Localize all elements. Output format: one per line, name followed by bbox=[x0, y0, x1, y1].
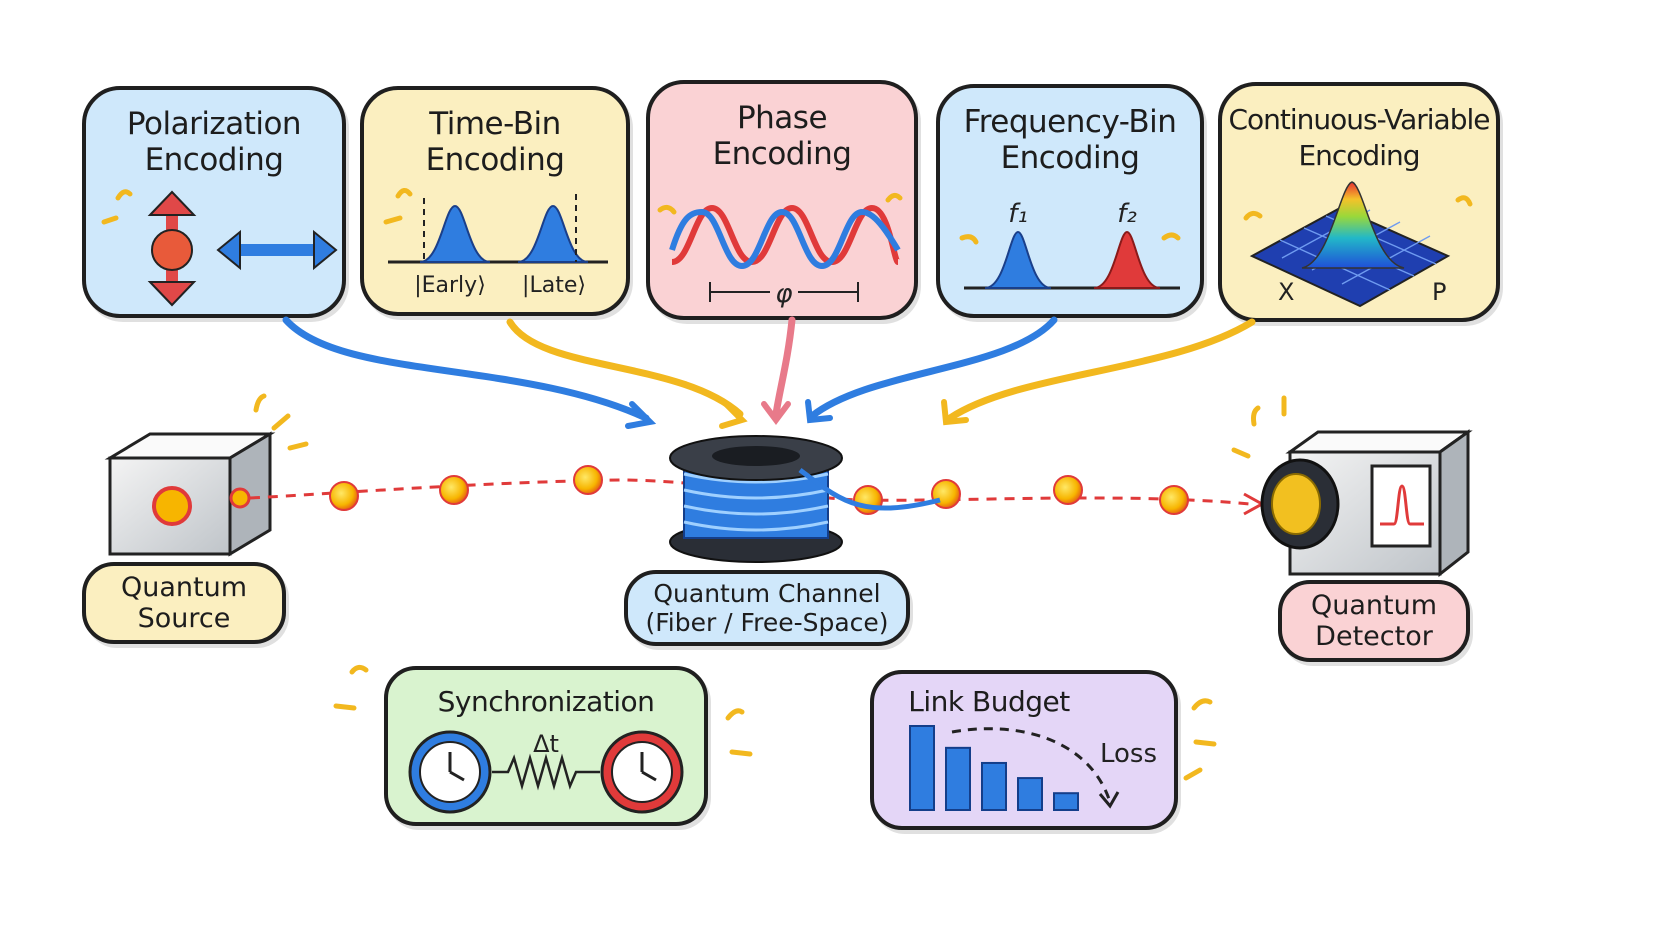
time-bin-icon: |Early⟩ |Late⟩ bbox=[383, 188, 608, 298]
loss-label: Loss bbox=[1100, 739, 1157, 769]
link-budget-bar bbox=[1053, 792, 1079, 812]
photon bbox=[1159, 485, 1189, 515]
fiber-spool-icon bbox=[669, 435, 941, 563]
quantum-source-icon bbox=[104, 393, 309, 557]
delta-t-label: Δt bbox=[533, 730, 559, 758]
quantum-detector-label: Quantum Detector bbox=[1278, 580, 1470, 662]
photon bbox=[573, 465, 603, 495]
f1-label: f₁ bbox=[1008, 199, 1028, 229]
frequency-bin-icon: f₁ f₂ bbox=[959, 199, 1181, 290]
phi-label: φ bbox=[775, 279, 792, 309]
phase-encoding-title: Phase Encoding bbox=[712, 100, 852, 172]
polarization-encoding-title: Polarization Encoding bbox=[126, 106, 302, 178]
x-quadrature-label: X bbox=[1278, 278, 1294, 306]
link-budget-bar bbox=[1017, 777, 1043, 812]
quantum-source-text: Quantum Source bbox=[120, 572, 248, 634]
continuous-variable-icon: X P bbox=[1243, 181, 1473, 308]
photon bbox=[1053, 475, 1083, 505]
polarization-icon bbox=[101, 189, 338, 307]
link-budget-bar bbox=[909, 725, 935, 811]
link-budget-bars bbox=[909, 725, 1079, 812]
link-budget-bar bbox=[981, 761, 1007, 812]
phase-encoding-card: Phase Encoding bbox=[646, 80, 918, 320]
synchronization-icon: Δt bbox=[333, 664, 753, 814]
photon bbox=[329, 481, 359, 511]
quantum-channel-text: Quantum Channel (Fiber / Free-Space) bbox=[645, 579, 889, 637]
f2-label: f₂ bbox=[1117, 199, 1137, 229]
quantum-source-label: Quantum Source bbox=[82, 562, 286, 644]
early-label: |Early⟩ bbox=[414, 273, 486, 298]
frequency-bin-encoding-card: Frequency-Bin Encoding bbox=[936, 84, 1204, 318]
phase-icon: φ bbox=[657, 192, 903, 309]
polarization-encoding-card: Polarization Encoding bbox=[82, 86, 346, 318]
frequency-bin-encoding-title: Frequency-Bin Encoding bbox=[963, 104, 1177, 176]
photon bbox=[931, 479, 961, 509]
encoding-arrows bbox=[282, 316, 1256, 429]
synchronization-title: Synchronization bbox=[437, 685, 655, 718]
quantum-channel-label: Quantum Channel (Fiber / Free-Space) bbox=[624, 570, 910, 646]
quantum-detector-icon bbox=[1231, 395, 1473, 578]
late-label: |Late⟩ bbox=[522, 273, 586, 298]
time-bin-encoding-title: Time-Bin Encoding bbox=[425, 106, 565, 178]
loss-trend: Loss bbox=[951, 698, 1217, 809]
p-quadrature-label: P bbox=[1432, 278, 1446, 306]
link-budget-bar bbox=[945, 746, 971, 812]
link-budget-title: Link Budget bbox=[908, 685, 1070, 718]
photon bbox=[439, 475, 469, 505]
continuous-variable-encoding-title: Continuous-Variable Encoding bbox=[1228, 103, 1491, 172]
time-bin-encoding-card: Time-Bin Encoding bbox=[360, 86, 630, 316]
quantum-detector-text: Quantum Detector bbox=[1310, 590, 1438, 652]
